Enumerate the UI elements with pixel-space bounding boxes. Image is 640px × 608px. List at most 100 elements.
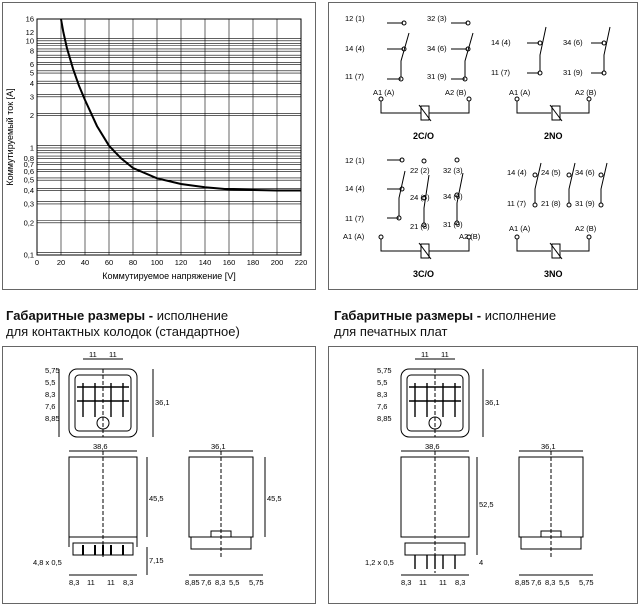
x-tick-label: 120 xyxy=(175,258,188,267)
dim-label: 8,85 xyxy=(515,578,530,587)
pin-label: 24 (5) xyxy=(541,168,561,177)
x-tick-label: 40 xyxy=(81,258,89,267)
heading-bold: Габаритные размеры - xyxy=(334,308,481,323)
dim-label: 52,5 xyxy=(479,500,494,509)
dim-label: 8,3 xyxy=(45,390,55,399)
dim-label: 8,85 xyxy=(45,414,60,423)
y-tick-label: 10 xyxy=(26,36,34,45)
dim-label: 7,6 xyxy=(531,578,541,587)
dim-label: 5,5 xyxy=(377,378,387,387)
pin-label: 34 (6) xyxy=(575,168,595,177)
dim-label: 8,85 xyxy=(185,578,200,587)
x-tick-label: 0 xyxy=(35,258,39,267)
y-tick-label: 3 xyxy=(30,92,34,101)
y-tick-label: 16 xyxy=(26,15,34,24)
y-tick-label: 0,2 xyxy=(24,218,34,227)
dim-label: 11 xyxy=(439,578,447,587)
heading-rest: исполнение xyxy=(153,308,228,323)
y-tick-label: 0,4 xyxy=(24,186,34,195)
pin-label: 22 (2) xyxy=(410,166,430,175)
x-tick-label: 180 xyxy=(247,258,260,267)
y-tick-label: 1 xyxy=(30,143,34,152)
dim-label: 1,2 x 0,5 xyxy=(365,558,394,567)
y-tick-label: 8 xyxy=(30,47,34,56)
y-tick-label: 0,1 xyxy=(24,251,34,260)
dimensions-panel-left: 11 11 36,1 5,75 5,5 8,3 7,6 8,85 38,6 45… xyxy=(2,346,316,604)
dim-label: 7,6 xyxy=(377,402,387,411)
dim-label: 5,5 xyxy=(45,378,55,387)
y-tick-label: 4 xyxy=(30,79,34,88)
y-tick-label: 0,8 xyxy=(24,154,34,163)
dim-label: 5,75 xyxy=(45,366,60,375)
pin-label: 34 (6) xyxy=(443,192,463,201)
dim-label: 45,5 xyxy=(149,494,164,503)
dim-label: 11 xyxy=(89,350,97,359)
dim-label: 11 xyxy=(441,350,449,359)
plot-area xyxy=(37,19,301,255)
dim-label: 36,1 xyxy=(541,442,556,451)
pin-label: 21 (8) xyxy=(541,199,561,208)
schematic-name: 2C/O xyxy=(413,131,434,141)
x-tick-label: 100 xyxy=(151,258,164,267)
pin-label: 21 (8) xyxy=(410,222,430,231)
dim-label: 11 xyxy=(419,578,427,587)
dim-label: 7,6 xyxy=(201,578,211,587)
pin-label: 34 (6) xyxy=(563,38,583,47)
schematic-name: 3NO xyxy=(544,269,563,279)
y-tick-label: 2 xyxy=(30,111,34,120)
dim-label: 38,6 xyxy=(93,442,108,451)
pin-label: A2 (B) xyxy=(459,232,481,241)
heading-line2: для контактных колодок (стандартное) xyxy=(6,324,240,339)
contact-schematics: 12 (1) 14 (4) 11 (7) 32 (3) 34 (6) 31 (9… xyxy=(329,3,637,289)
heading-bold: Габаритные размеры - xyxy=(6,308,153,323)
dim-label: 8,3 xyxy=(69,578,79,587)
y-tick-label: 12 xyxy=(26,28,34,37)
dim-label: 36,1 xyxy=(485,398,500,407)
dim-label: 45,5 xyxy=(267,494,282,503)
pin-label: 32 (3) xyxy=(427,14,447,23)
dim-label: 5,75 xyxy=(377,366,392,375)
dim-label: 4,8 x 0,5 xyxy=(33,558,62,567)
dim-label: 36,1 xyxy=(155,398,170,407)
dim-label: 38,6 xyxy=(425,442,440,451)
dim-label: 5,75 xyxy=(249,578,264,587)
pin-label: 11 (7) xyxy=(345,72,365,81)
dim-label: 8,3 xyxy=(545,578,555,587)
pin-label: A2 (B) xyxy=(445,88,467,97)
dim-label: 36,1 xyxy=(211,442,226,451)
dim-label: 8,3 xyxy=(401,578,411,587)
pin-label: 31 (9) xyxy=(575,199,595,208)
schematic-2co xyxy=(379,21,473,113)
pin-label: 12 (1) xyxy=(345,14,365,23)
x-tick-label: 140 xyxy=(199,258,212,267)
pin-label: 14 (4) xyxy=(491,38,511,47)
x-tick-label: 60 xyxy=(105,258,113,267)
schematic-name: 3C/O xyxy=(413,269,434,279)
x-tick-label: 20 xyxy=(57,258,65,267)
dim-label: 7,15 xyxy=(149,556,164,565)
dimensions-heading-left: Габаритные размеры - исполнение для конт… xyxy=(6,308,240,340)
pin-label: A2 (B) xyxy=(575,88,597,97)
pin-label: 14 (4) xyxy=(507,168,527,177)
dim-label: 8,3 xyxy=(123,578,133,587)
pin-label: 12 (1) xyxy=(345,156,365,165)
dim-label: 11 xyxy=(421,350,429,359)
y-tick-label: 0,5 xyxy=(24,176,34,185)
pin-label: A1 (A) xyxy=(509,88,531,97)
pin-label: A1 (A) xyxy=(509,224,531,233)
x-tick-label: 80 xyxy=(129,258,137,267)
x-tick-label: 200 xyxy=(271,258,284,267)
dim-label: 7,6 xyxy=(45,402,55,411)
heading-line2: для печатных плат xyxy=(334,324,448,339)
dim-label: 5,75 xyxy=(579,578,594,587)
dim-label: 11 xyxy=(107,578,115,587)
y-tick-label: 6 xyxy=(30,60,34,69)
pin-label: 31 (9) xyxy=(443,220,463,229)
dimensions-heading-right: Габаритные размеры - исполнение для печа… xyxy=(334,308,556,340)
x-tick-label: 220 xyxy=(295,258,308,267)
y-tick-label: 0,3 xyxy=(24,199,34,208)
pin-label: 14 (4) xyxy=(345,184,365,193)
pin-label: A2 (B) xyxy=(575,224,597,233)
